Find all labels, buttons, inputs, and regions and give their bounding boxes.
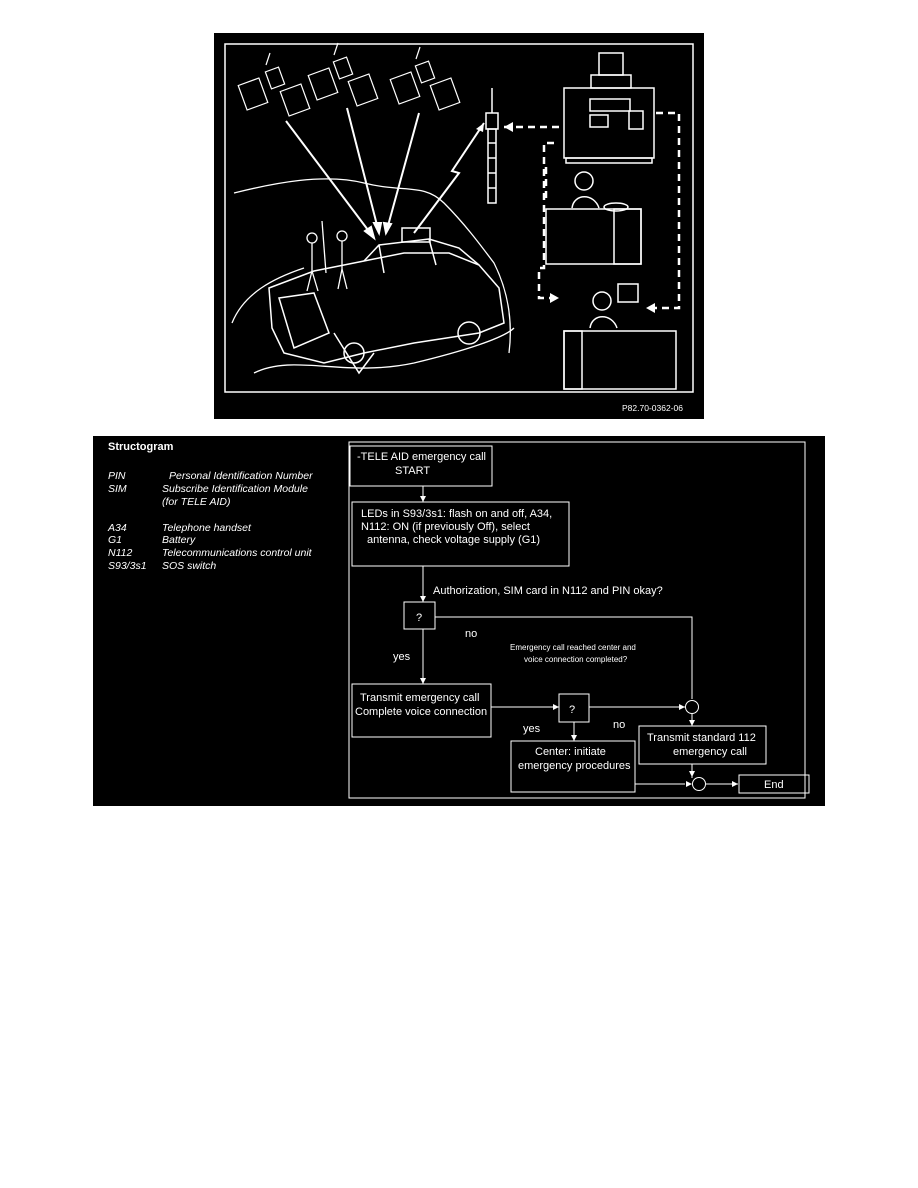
decision-1-symbol: ? [416, 612, 422, 624]
arrowheads [420, 496, 738, 787]
led-check-text: N112: ON (if previously Off), select [361, 521, 530, 533]
legend-value: SOS switch [162, 560, 216, 572]
transmit-box [351, 683, 492, 738]
decision-box-1 [403, 601, 436, 630]
legend-value: Subscribe Identification Module [162, 483, 308, 495]
transmit-text: Transmit emergency call [360, 692, 479, 704]
led-check-box [351, 501, 570, 567]
tele-aid-illustration: P82.70-0362-06 [214, 33, 704, 419]
center-box [510, 740, 636, 793]
emergency-question: voice connection completed? [524, 655, 628, 664]
led-check-text: LEDs in S93/3s1: flash on and off, A34, [361, 508, 552, 520]
legend-key: S93/3s1 [108, 560, 147, 572]
start-box [349, 445, 493, 487]
operator-workstation-icon [563, 283, 677, 390]
gps-signal-lines [285, 107, 420, 241]
satellite-icon [307, 42, 379, 107]
structogram-drawing: Structogram PIN Personal Identification … [107, 441, 810, 799]
legend-value: Personal Identification Number [169, 470, 313, 482]
legend-key: PIN [108, 470, 126, 482]
merge-node [692, 777, 706, 791]
structogram-title: Structogram [108, 441, 174, 453]
operator-desk-icon [545, 171, 642, 265]
center-text: emergency procedures [518, 760, 631, 772]
legend-value: Battery [162, 534, 196, 546]
data-link-dashed [504, 111, 681, 310]
end-label: End [764, 779, 784, 791]
legend-key: A34 [107, 522, 127, 534]
rescuers-icon [306, 220, 348, 292]
legend-value: Telecommunications control unit [162, 547, 313, 559]
yes-label-2: yes [523, 723, 541, 735]
legend-key: N112 [108, 547, 132, 559]
center-text: Center: initiate [535, 746, 606, 758]
legend-key: SIM [108, 483, 127, 495]
satellite-icon [237, 52, 311, 117]
figure-id: P82.70-0362-06 [622, 403, 683, 413]
authorization-question: Authorization, SIM card in N112 and PIN … [433, 585, 663, 597]
crashed-car-icon [268, 227, 505, 375]
terrain-ground [231, 267, 305, 324]
flow-arrow-no [435, 616, 693, 699]
standard-call-box [638, 725, 767, 765]
illustration-frame [224, 43, 694, 393]
decision-2-symbol: ? [569, 704, 575, 716]
yes-label: yes [393, 651, 411, 663]
terrain-outline [233, 178, 511, 354]
merge-node [685, 700, 699, 714]
satellite-icon [389, 46, 461, 111]
start-label: -TELE AID emergency call [357, 451, 486, 463]
standard-call-text: emergency call [673, 746, 747, 758]
structogram-panel: Structogram PIN Personal Identification … [93, 436, 825, 806]
legend-value: (for TELE AID) [162, 496, 230, 508]
legend-value: Telephone handset [162, 522, 252, 534]
end-box [738, 774, 810, 794]
transmit-text: Complete voice connection [355, 706, 487, 718]
no-label-2: no [613, 719, 625, 731]
antenna-tower-icon [485, 88, 499, 204]
illustration-drawing: P82.70-0362-06 [224, 42, 694, 413]
standard-call-text: Transmit standard 112 [647, 732, 756, 744]
flowchart-frame [348, 441, 806, 799]
legend-key: G1 [108, 534, 122, 546]
emergency-question: Emergency call reached center and [510, 643, 636, 652]
control-center-computer-icon [563, 52, 655, 164]
radio-signal-icon [413, 122, 485, 234]
led-check-text: antenna, check voltage supply (G1) [367, 534, 540, 546]
no-label: no [465, 628, 477, 640]
start-label: START [395, 465, 430, 477]
road-edge [253, 327, 515, 374]
